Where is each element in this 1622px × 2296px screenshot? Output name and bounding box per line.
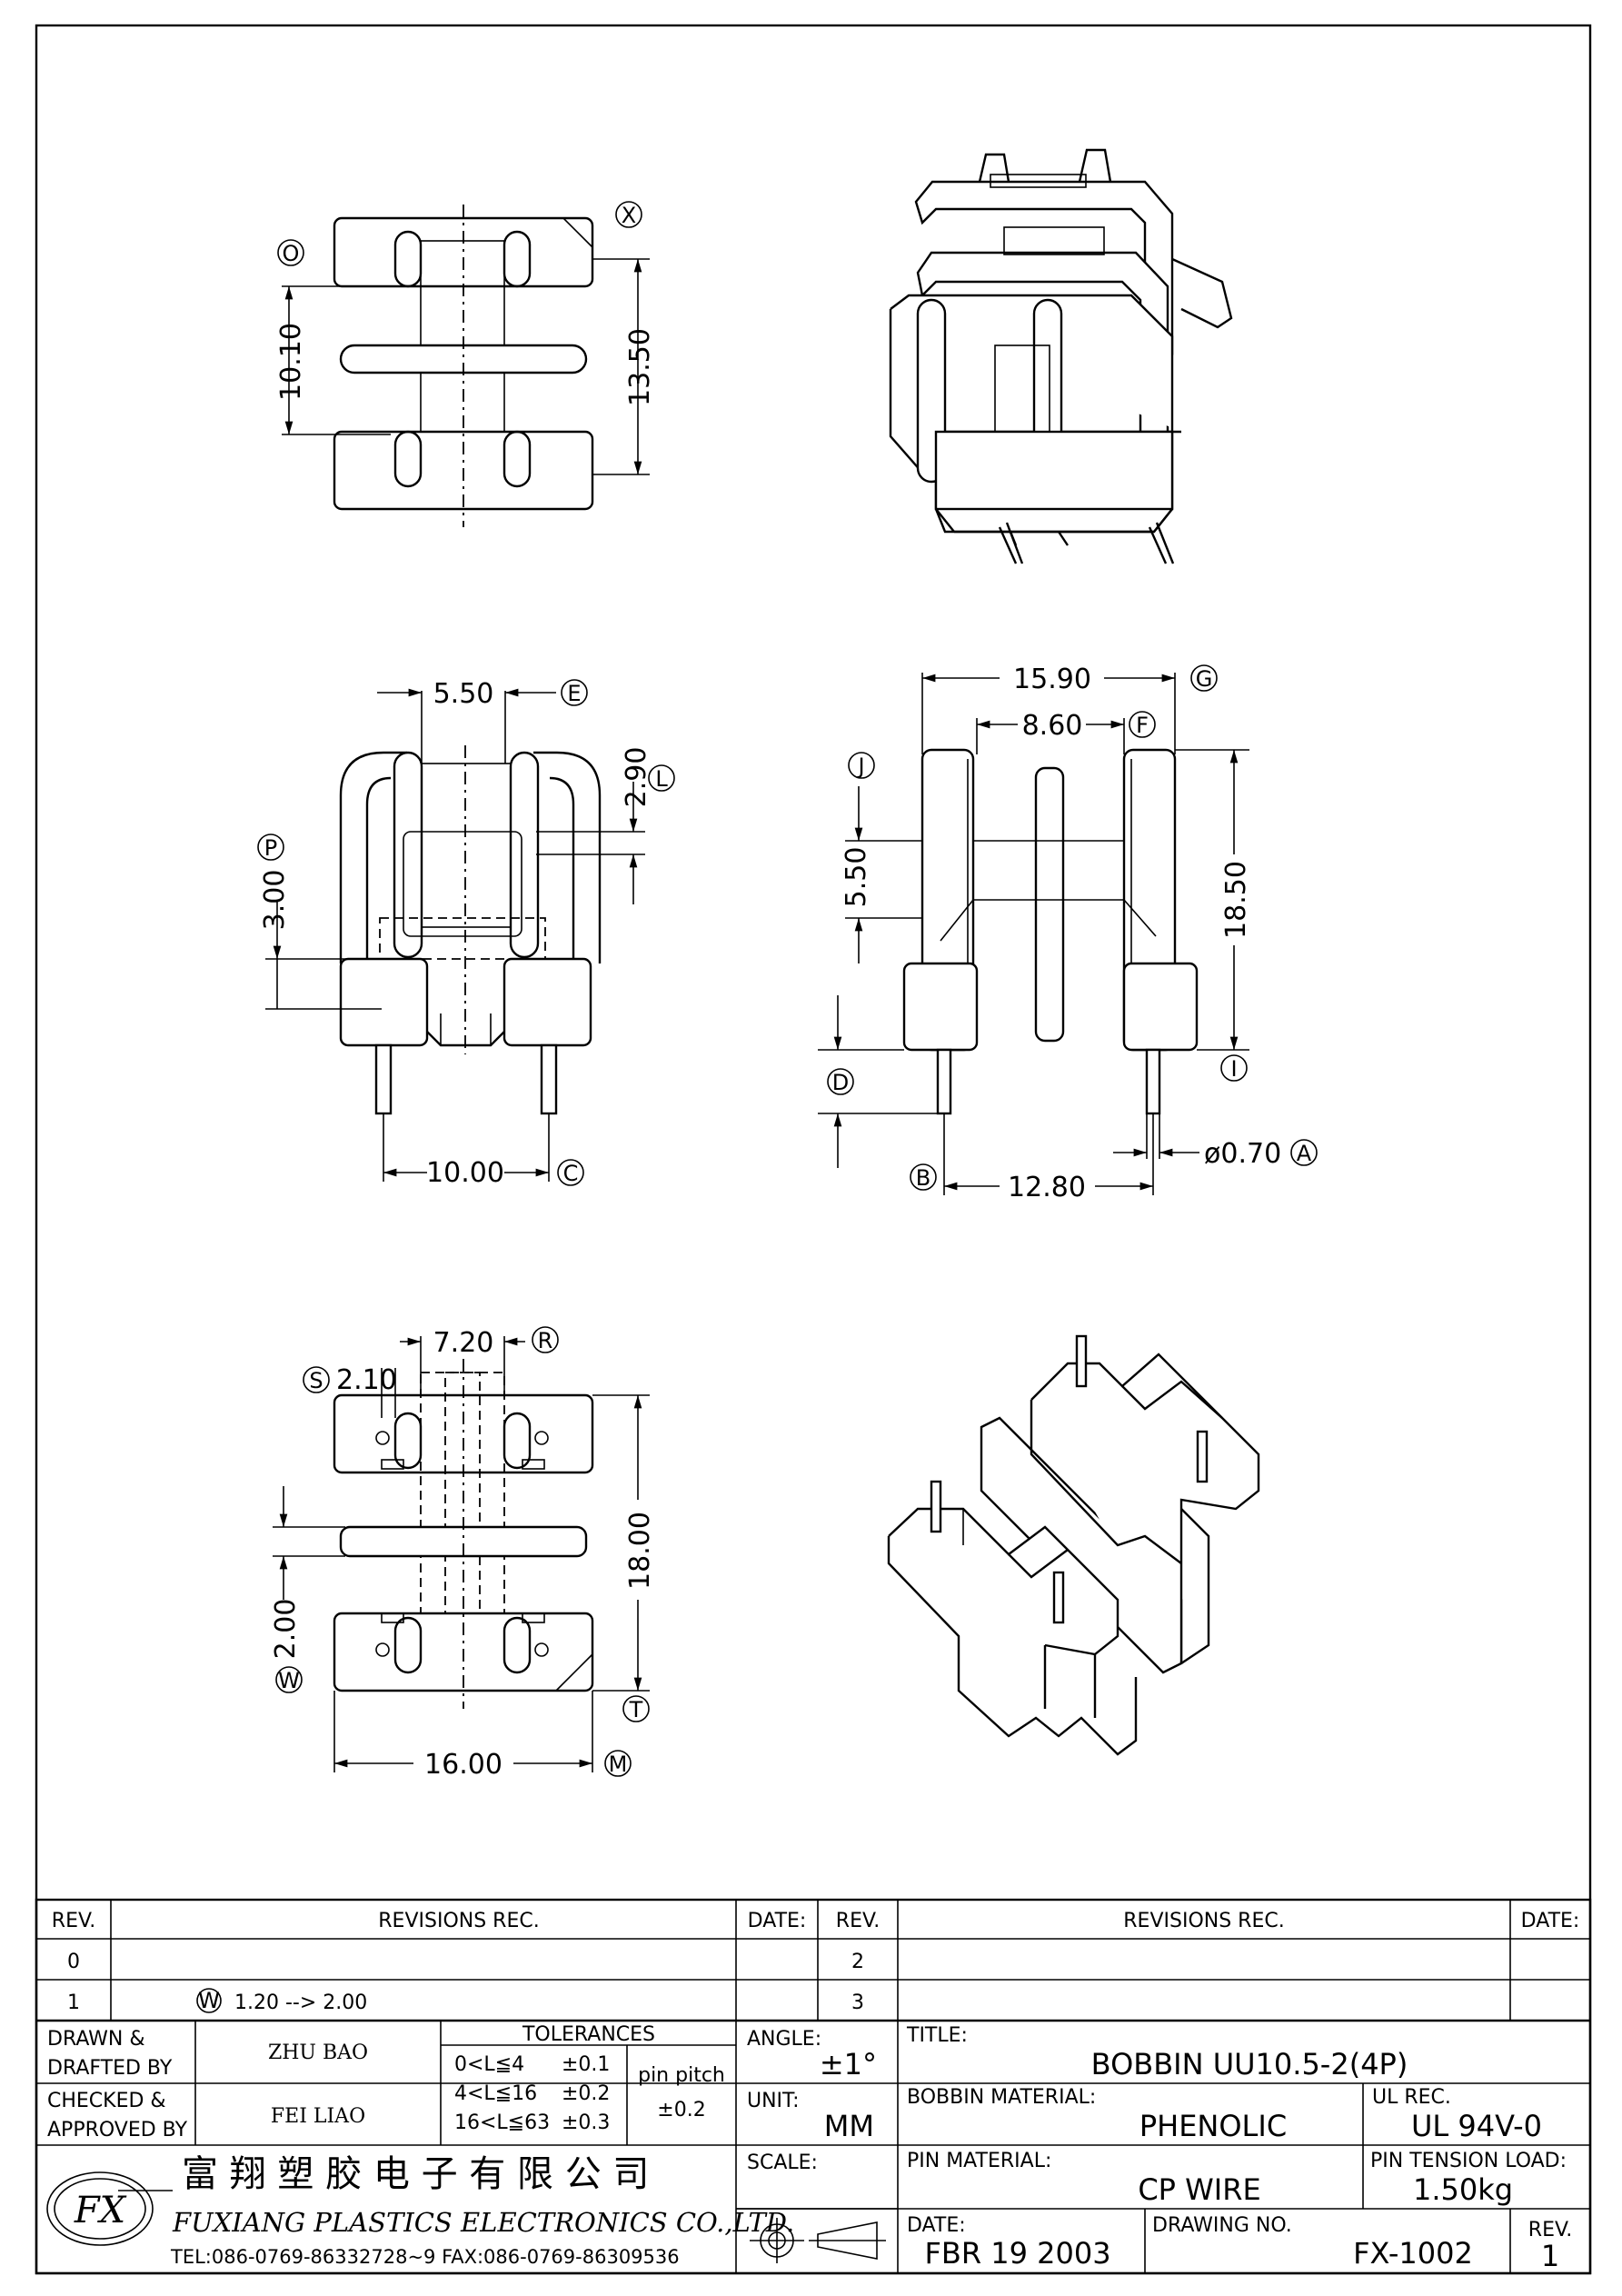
dim-front-3-00: 3.00 xyxy=(259,870,291,931)
approved-label: APPROVED BY xyxy=(47,2119,188,2141)
title-value: BOBBIN UU10.5-2(4P) xyxy=(1091,2047,1408,2081)
label-m: M xyxy=(609,1752,628,1777)
rev-row-1: 1 xyxy=(67,1992,80,2014)
front-view: 5.50 2.90 3.00 10.00 E L P C xyxy=(257,678,675,1189)
rev-row-3: 3 xyxy=(851,1992,864,2014)
rev-row-1-mark: W xyxy=(198,1988,220,2013)
tolerances-label: TOLERANCES xyxy=(522,2023,655,2046)
date-header-right: DATE: xyxy=(1521,1910,1580,1932)
ul-value: UL 94V-0 xyxy=(1411,2109,1542,2143)
label-o: O xyxy=(283,241,300,266)
title-label: TITLE: xyxy=(906,2024,968,2047)
drawn-label: DRAWN & xyxy=(47,2028,145,2051)
label-f: F xyxy=(1136,713,1149,738)
bobbin-material-label: BOBBIN MATERIAL: xyxy=(907,2086,1096,2109)
drafted-label: DRAFTED BY xyxy=(47,2057,173,2080)
drawing-no-label: DRAWING NO. xyxy=(1152,2214,1292,2237)
pin-tension-label: PIN TENSION LOAD: xyxy=(1370,2150,1567,2172)
rev-header-left: REV. xyxy=(52,1910,95,1932)
label-e: E xyxy=(567,681,581,706)
iso-view-lower xyxy=(887,1334,1260,1756)
company-contact: TEL:086-0769-86332728~9 FAX:086-0769-863… xyxy=(170,2246,680,2268)
pin-tension: 1.50kg xyxy=(1413,2172,1513,2207)
revisions-header-right: REVISIONS REC. xyxy=(1123,1910,1284,1932)
top-view: 10.10 13.50 O X xyxy=(275,201,656,527)
checked-label: CHECKED & xyxy=(47,2090,166,2112)
angle-value: ±1° xyxy=(820,2047,877,2081)
rev-row-0: 0 xyxy=(67,1951,80,1973)
date-value: FBR 19 2003 xyxy=(924,2236,1110,2271)
dim-side-8-60: 8.60 xyxy=(1022,710,1083,742)
date-header-left: DATE: xyxy=(748,1910,807,1932)
label-x: X xyxy=(622,203,636,228)
pin-pitch-label: pin pitch xyxy=(638,2064,725,2087)
unit-label: UNIT: xyxy=(747,2090,799,2112)
dim-top-10-10: 10.10 xyxy=(275,323,307,401)
tol-range-1: 4<L≦16 xyxy=(454,2082,537,2105)
label-l: L xyxy=(655,766,668,792)
dim-bottom-2-10: 2.10 xyxy=(336,1364,397,1396)
label-t: T xyxy=(629,1697,643,1722)
unit-value: MM xyxy=(824,2109,874,2143)
label-p: P xyxy=(264,835,277,861)
dim-front-5-50: 5.50 xyxy=(433,678,494,710)
label-g: G xyxy=(1196,666,1213,692)
dim-side-5-50: 5.50 xyxy=(841,847,872,908)
dim-bottom-2-00: 2.00 xyxy=(270,1599,302,1660)
label-r: R xyxy=(538,1328,553,1353)
projection-symbol xyxy=(750,2218,886,2263)
pin-material-label: PIN MATERIAL: xyxy=(907,2150,1051,2172)
dim-top-13-50: 13.50 xyxy=(624,328,656,406)
tol-value-0: ±0.1 xyxy=(562,2053,610,2076)
rev-row-1-note: 1.20 --> 2.00 xyxy=(234,1992,367,2014)
dim-side-15-90: 15.90 xyxy=(1013,664,1091,695)
label-s: S xyxy=(309,1368,323,1393)
rev-header-right: REV. xyxy=(836,1910,880,1932)
date-label: DATE: xyxy=(907,2214,966,2237)
tol-value-2: ±0.3 xyxy=(562,2111,610,2134)
bottom-view: 7.20 2.10 18.00 2.00 16.00 R S W T M xyxy=(270,1326,656,1781)
iso-view-upper xyxy=(889,148,1233,564)
dim-bottom-18-00: 18.00 xyxy=(624,1512,656,1590)
logo-text: FX xyxy=(74,2190,127,2231)
dim-bottom-7-20: 7.20 xyxy=(433,1327,494,1359)
revisions-header-left: REVISIONS REC. xyxy=(378,1910,539,1932)
dim-bottom-16-00: 16.00 xyxy=(424,1749,503,1781)
title-block: REV. REVISIONS REC. DATE: REV. REVISIONS… xyxy=(35,1898,1592,2275)
dim-side-12-80: 12.80 xyxy=(1008,1172,1086,1203)
rev-label: REV. xyxy=(1528,2219,1572,2241)
rev-value: 1 xyxy=(1541,2239,1559,2273)
company-logo: FX xyxy=(46,2171,154,2246)
label-i: I xyxy=(1230,1056,1237,1082)
company-cn: 富 翔 塑 胶 电 子 有 限 公 司 xyxy=(182,2153,649,2195)
angle-label: ANGLE: xyxy=(747,2028,821,2051)
pin-pitch-tol: ±0.2 xyxy=(657,2099,705,2121)
dim-side-pin-dia: ø0.70 xyxy=(1204,1138,1281,1170)
label-c: C xyxy=(563,1161,579,1186)
side-view: 15.90 8.60 5.50 18.50 12.80 ø0.70 G F xyxy=(818,664,1318,1203)
drawing-no: FX-1002 xyxy=(1353,2236,1473,2271)
dim-front-10-00: 10.00 xyxy=(426,1157,504,1189)
label-w: W xyxy=(278,1668,300,1693)
approved-by: FEI LIAO xyxy=(271,2105,365,2128)
dim-front-2-90: 2.90 xyxy=(621,747,652,808)
scale-label: SCALE: xyxy=(747,2151,818,2174)
label-j: J xyxy=(856,754,864,779)
bobbin-material: PHENOLIC xyxy=(1139,2109,1287,2143)
tol-value-1: ±0.2 xyxy=(562,2082,610,2105)
drawn-by: ZHU BAO xyxy=(268,2041,368,2064)
rev-row-2: 2 xyxy=(851,1951,864,1973)
pin-material: CP WIRE xyxy=(1138,2172,1260,2207)
label-a: A xyxy=(1297,1141,1312,1166)
company-en: FUXIANG PLASTICS ELECTRONICS CO.,LTD. xyxy=(172,2207,794,2238)
sheet-border xyxy=(35,24,1592,2275)
dim-side-18-50: 18.50 xyxy=(1220,861,1252,939)
label-d: D xyxy=(832,1070,849,1095)
tol-range-0: 0<L≦4 xyxy=(454,2053,524,2076)
label-b: B xyxy=(916,1165,930,1191)
tol-range-2: 16<L≦63 xyxy=(454,2111,550,2134)
ul-label: UL REC. xyxy=(1372,2086,1451,2109)
